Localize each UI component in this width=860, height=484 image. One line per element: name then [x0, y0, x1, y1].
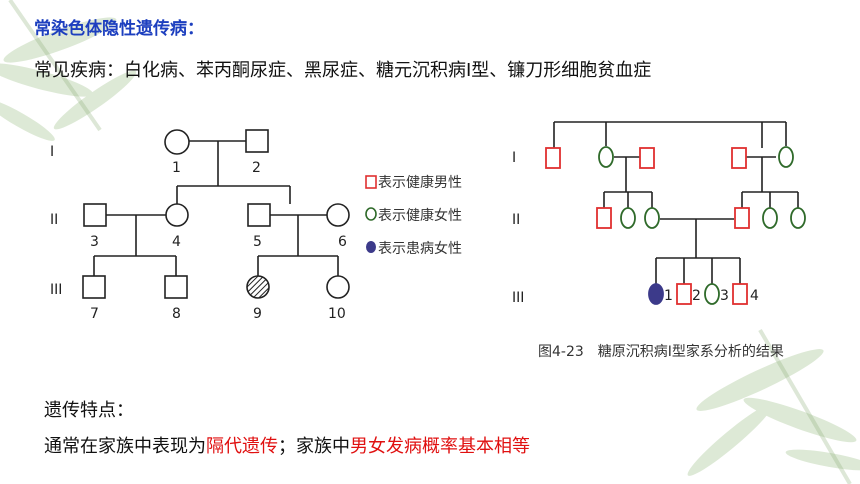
- section-heading: 常染色体隐性遗传病：: [34, 19, 204, 39]
- r-male-II-4: [734, 207, 750, 229]
- r-male-III-2: [676, 283, 692, 305]
- r-id-label: 2: [692, 288, 701, 304]
- r-gen-label-3: III: [512, 290, 524, 306]
- r-male-III-4: [732, 283, 748, 305]
- legend-healthy-male: 表示健康男性: [378, 174, 462, 191]
- r-gen-label-1: I: [512, 150, 516, 166]
- r-female-I-5: [778, 146, 794, 168]
- pedigree-male-5: [247, 203, 271, 227]
- features-text-a: 通常在家族中表现为: [44, 436, 206, 457]
- features-label: 遗传特点：: [44, 400, 134, 421]
- pedigree-female-1: [164, 129, 190, 155]
- gen-label-2: II: [50, 212, 58, 228]
- r-female-III-3: [704, 283, 720, 305]
- id-label: 1: [172, 160, 181, 176]
- r-female-II-3: [644, 207, 660, 229]
- r-caption: 图4-23 糖原沉积病Ⅰ型家系分析的结果: [538, 343, 784, 360]
- id-label: 4: [172, 234, 181, 250]
- pedigree-affected-female-9: [246, 275, 270, 299]
- r-male-I-1: [545, 147, 561, 169]
- id-label: 2: [252, 160, 261, 176]
- features-highlight-2: 男女发病概率基本相等: [350, 436, 530, 457]
- r-female-II-6: [790, 207, 806, 229]
- r-female-II-2: [620, 207, 636, 229]
- r-affected-female-III-1: [648, 283, 664, 305]
- id-label: 3: [90, 234, 99, 250]
- right-pedigree-chart: I II III 1 2 3 4 图4-23 糖原沉积病Ⅰ型家系分析的结果: [512, 121, 806, 360]
- features-text: 通常在家族中表现为隔代遗传；家族中男女发病概率基本相等: [44, 432, 530, 458]
- gen-label-3: III: [50, 282, 62, 298]
- pedigree-female-10: [326, 275, 350, 299]
- legend-healthy-female: 表示健康女性: [378, 207, 462, 224]
- legend-affected-icon: [366, 241, 376, 253]
- r-id-label: 3: [720, 288, 729, 304]
- pedigree-male-7: [82, 275, 106, 299]
- legend-affected-female: 表示患病女性: [378, 240, 462, 257]
- pedigree-male-8: [164, 275, 188, 299]
- common-diseases-text: 常见疾病：白化病、苯丙酮尿症、黑尿症、糖元沉积病Ⅰ型、镰刀形细胞贫血症: [34, 60, 652, 81]
- pedigree-female-6: [326, 203, 350, 227]
- r-id-label: 1: [664, 288, 673, 304]
- r-female-II-5: [762, 207, 778, 229]
- r-male-I-3: [639, 147, 655, 169]
- legend-female-icon: [365, 207, 377, 221]
- r-female-I-2: [598, 146, 614, 168]
- id-label: 5: [253, 234, 262, 250]
- pedigree-female-4: [165, 203, 189, 227]
- id-label: 10: [328, 306, 346, 322]
- id-label: 6: [338, 234, 347, 250]
- r-gen-label-2: II: [512, 212, 520, 228]
- id-label: 7: [90, 306, 99, 322]
- r-male-II-1: [596, 207, 612, 229]
- id-label: 8: [172, 306, 181, 322]
- gen-label-1: I: [50, 144, 54, 160]
- pedigree-male-2: [245, 129, 269, 153]
- r-male-I-4: [731, 147, 747, 169]
- id-label: 9: [253, 306, 262, 322]
- legend-male-icon: [365, 175, 377, 189]
- features-highlight-1: 隔代遗传: [206, 436, 278, 457]
- pedigree-male-3: [83, 203, 107, 227]
- r-id-label: 4: [750, 288, 759, 304]
- features-text-c: ；家族中: [278, 436, 350, 457]
- left-pedigree-chart: I II III 1 2 3 4 5 6 7 8 9 10 表示健康男性 表示健…: [50, 129, 462, 322]
- legend: 表示健康男性 表示健康女性 表示患病女性: [365, 174, 462, 257]
